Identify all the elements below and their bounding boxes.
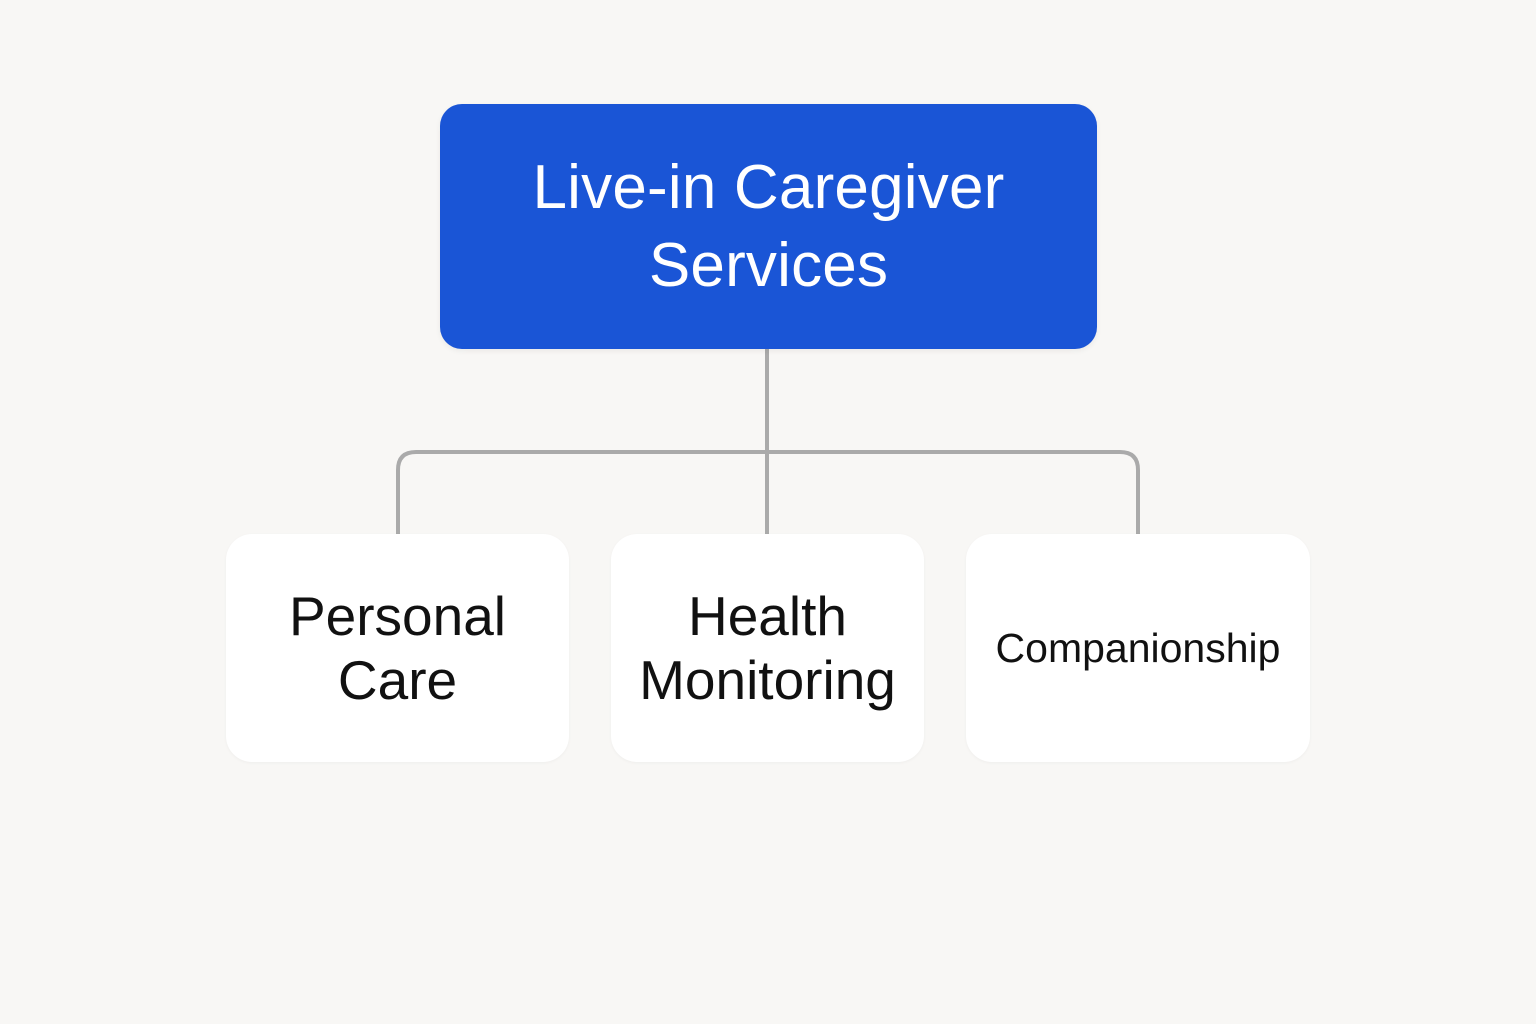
child-node-companionship[interactable]: Companionship — [966, 534, 1310, 762]
child-node-label: Health Monitoring — [639, 585, 896, 711]
root-node-live-in-caregiver-services[interactable]: Live-in Caregiver Services — [440, 104, 1097, 349]
connector-branch — [396, 450, 1140, 534]
child-node-health-monitoring[interactable]: Health Monitoring — [611, 534, 924, 762]
child-node-personal-care[interactable]: Personal Care — [226, 534, 569, 762]
child-node-label: Personal Care — [288, 585, 507, 711]
root-node-label: Live-in Caregiver Services — [532, 152, 1005, 300]
child-node-label: Companionship — [995, 625, 1281, 671]
